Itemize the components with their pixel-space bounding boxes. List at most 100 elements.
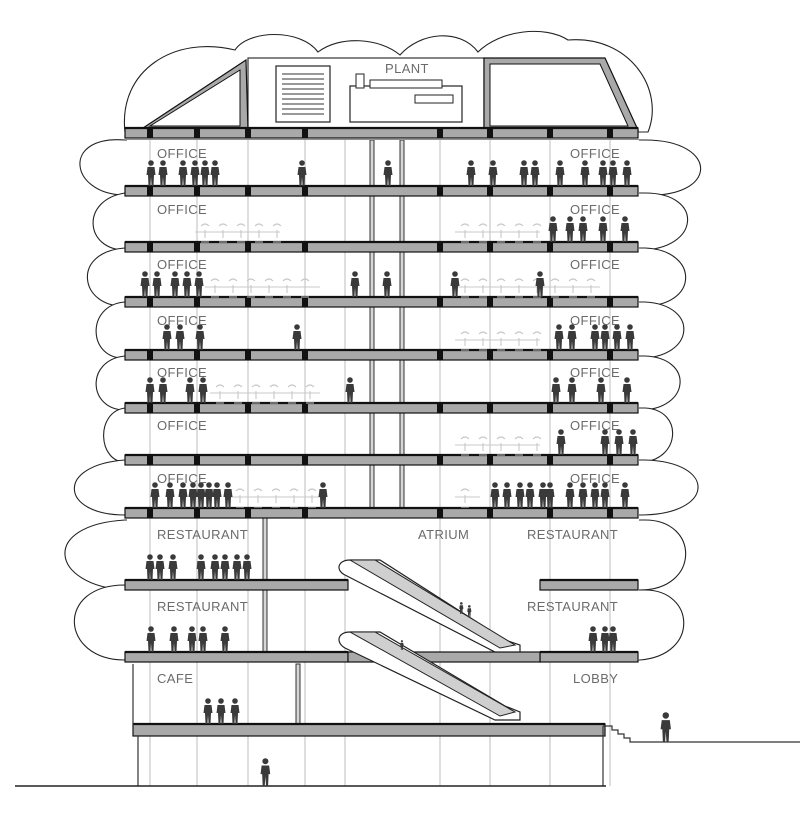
- label-office-5-left: OFFICE: [157, 257, 207, 272]
- person-icon: [383, 160, 393, 186]
- person-icon: [158, 377, 168, 403]
- beam-4-6: [487, 297, 493, 307]
- person-icon: [554, 324, 564, 350]
- furn-6-left-chair: [236, 223, 246, 243]
- label-plant: PLANT: [385, 61, 429, 76]
- person-icon: [622, 377, 632, 403]
- person-icon: [146, 160, 156, 186]
- person-icon: [145, 554, 155, 580]
- beam-6-8: [607, 403, 613, 413]
- person-icon: [198, 626, 208, 652]
- restaurant-slab-4: [539, 651, 639, 663]
- beam-1-6: [487, 128, 493, 138]
- beam-5-3: [245, 350, 251, 360]
- person-icon: [488, 160, 498, 186]
- beam-1-7: [547, 128, 553, 138]
- beam-2-4: [302, 186, 308, 196]
- person-icon: [230, 698, 240, 724]
- person-icon: [196, 554, 206, 580]
- person-icon: [567, 377, 577, 403]
- beam-7-5: [437, 455, 443, 465]
- furn-6-left-chair: [218, 223, 228, 243]
- furn-6-left-chair: [254, 223, 264, 243]
- person-icon: [220, 554, 230, 580]
- person-icon: [556, 429, 566, 455]
- label-office-6-left: OFFICE: [157, 202, 207, 217]
- furn-5-right-chair: [514, 278, 524, 298]
- person-icon: [590, 324, 600, 350]
- person-icon: [580, 160, 590, 186]
- beam-1-4: [302, 128, 308, 138]
- floor-slab-8: [124, 507, 639, 519]
- label-restaurant-lower-left: RESTAURANT: [157, 599, 248, 614]
- person-icon: [600, 482, 610, 508]
- label-office-6-right: OFFICE: [570, 202, 620, 217]
- person-icon: [555, 160, 565, 186]
- beam-7-1: [147, 455, 153, 465]
- furn-6-right-chair: [496, 223, 506, 243]
- label-office-3-left: OFFICE: [157, 365, 207, 380]
- person-icon: [155, 554, 165, 580]
- plant-stack: [355, 73, 365, 89]
- furn-2-right-chair: [460, 436, 470, 456]
- label-office-5-right: OFFICE: [570, 257, 620, 272]
- beam-6-1: [147, 403, 153, 413]
- beam-7-7: [547, 455, 553, 465]
- person-icon: [350, 271, 360, 297]
- person-icon: [628, 429, 638, 455]
- furn-5-right-chair: [568, 278, 578, 298]
- beam-2-2: [194, 186, 200, 196]
- person-icon: [382, 271, 392, 297]
- person-icon: [194, 271, 204, 297]
- beam-4-3: [245, 297, 251, 307]
- person-icon: [519, 160, 529, 186]
- furn-1-left-chair: [271, 488, 281, 508]
- beam-6-7: [547, 403, 553, 413]
- person-icon: [600, 626, 610, 652]
- furn-4-right-chair: [460, 331, 470, 351]
- person-icon: [318, 482, 328, 508]
- beam-2-5: [437, 186, 443, 196]
- furn-5-left-chair: [282, 278, 292, 298]
- person-icon: [620, 216, 630, 242]
- furn-3-left-chair: [233, 384, 243, 404]
- beam-5-4: [302, 350, 308, 360]
- person-icon: [168, 554, 178, 580]
- entrance-steps: [603, 725, 800, 743]
- person-icon: [200, 160, 210, 186]
- person-icon: [198, 377, 208, 403]
- furn-3-left-chair: [215, 384, 225, 404]
- furn-2-right-chair: [514, 436, 524, 456]
- beam-4-5: [437, 297, 443, 307]
- floor-slab-4: [124, 296, 639, 308]
- person-icon: [535, 271, 545, 297]
- beam-4-1: [147, 297, 153, 307]
- beam-6-4: [302, 403, 308, 413]
- beam-5-5: [437, 350, 443, 360]
- person-icon: [466, 160, 476, 186]
- furn-5-left-chair: [300, 278, 310, 298]
- person-icon: [490, 482, 500, 508]
- beam-7-4: [302, 455, 308, 465]
- person-icon: [216, 698, 226, 724]
- floor-slabs: [124, 126, 639, 737]
- label-office-2-left: OFFICE: [157, 418, 207, 433]
- person-icon: [204, 482, 214, 508]
- plant-equipment: [349, 85, 463, 123]
- restaurant-slab-3: [124, 651, 349, 663]
- person-icon: [660, 712, 671, 742]
- beam-6-5: [437, 403, 443, 413]
- plant-room: [138, 57, 639, 133]
- person-icon: [590, 482, 600, 508]
- beam-6-6: [487, 403, 493, 413]
- furn-5-right-chair: [586, 278, 596, 298]
- space-labels: PLANT OFFICE OFFICE OFFICE OFFICE OFFICE…: [157, 61, 620, 686]
- person-icon: [600, 324, 610, 350]
- beam-8-8: [607, 508, 613, 518]
- person-icon: [292, 324, 302, 350]
- person-icon: [297, 160, 307, 186]
- person-icon: [515, 482, 525, 508]
- floor-slab-3: [124, 241, 639, 253]
- furn-3-left-chair: [305, 384, 315, 404]
- furn-4-right-chair: [532, 331, 542, 351]
